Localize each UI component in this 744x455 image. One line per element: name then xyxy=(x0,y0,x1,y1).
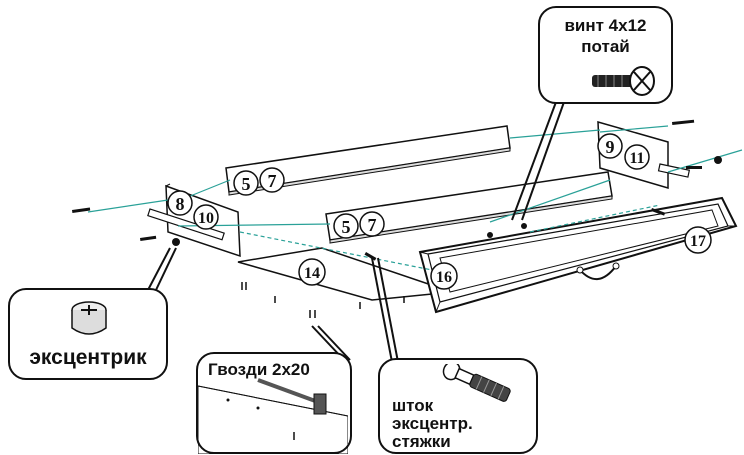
svg-text:10: 10 xyxy=(198,210,214,227)
svg-text:11: 11 xyxy=(629,150,644,167)
cam-lock-icon xyxy=(71,301,107,335)
screw-callout: винт 4х12 потай xyxy=(538,6,673,104)
part-label-17: 17 xyxy=(684,226,712,254)
nails xyxy=(241,282,405,318)
rod-callout: шток эксцентр. стяжки xyxy=(378,358,538,454)
svg-text:8: 8 xyxy=(176,194,185,214)
bottom-panel xyxy=(237,247,453,301)
svg-text:14: 14 xyxy=(304,265,320,282)
screw-size-label: винт 4х12 xyxy=(564,16,647,35)
svg-text:5: 5 xyxy=(342,217,351,237)
svg-text:5: 5 xyxy=(242,174,251,194)
eccentric-callout: эксцентрик xyxy=(8,288,168,380)
svg-text:7: 7 xyxy=(368,215,377,235)
eccentric-label: эксцентрик xyxy=(29,346,147,369)
part-label-16: 16 xyxy=(430,262,458,290)
screws xyxy=(72,119,722,261)
nails-callout: Гвозди 2х20 xyxy=(196,352,352,454)
part-label-5a: 5 xyxy=(233,170,259,196)
part-label-7b: 7 xyxy=(359,211,385,237)
rod-label-line3: стяжки xyxy=(392,432,451,451)
svg-text:7: 7 xyxy=(268,171,277,191)
part-label-14: 14 xyxy=(298,258,326,286)
nails-label: Гвозди 2х20 xyxy=(208,360,310,379)
countersunk-screw-icon xyxy=(592,66,655,96)
rod-label-line1: шток xyxy=(392,396,434,415)
part-label-9: 9 xyxy=(597,133,623,159)
drawer-handle xyxy=(579,265,617,280)
part-label-5b: 5 xyxy=(333,213,359,239)
part-label-10: 10 xyxy=(193,204,219,230)
left-rail xyxy=(147,208,225,241)
cam-dowel-icon xyxy=(442,364,511,402)
part-label-8: 8 xyxy=(167,190,193,216)
screw-type-label: потай xyxy=(581,37,630,56)
svg-text:9: 9 xyxy=(606,137,615,157)
svg-text:17: 17 xyxy=(690,233,706,250)
part-label-7a: 7 xyxy=(259,167,285,193)
part-number-labels: 5 7 5 7 8 10 9 11 14 16 17 xyxy=(167,133,712,290)
svg-text:16: 16 xyxy=(436,269,452,286)
nail-hammer-icon xyxy=(198,378,348,454)
rod-label-line2: эксцентр. xyxy=(392,414,473,433)
part-label-11: 11 xyxy=(624,144,650,170)
